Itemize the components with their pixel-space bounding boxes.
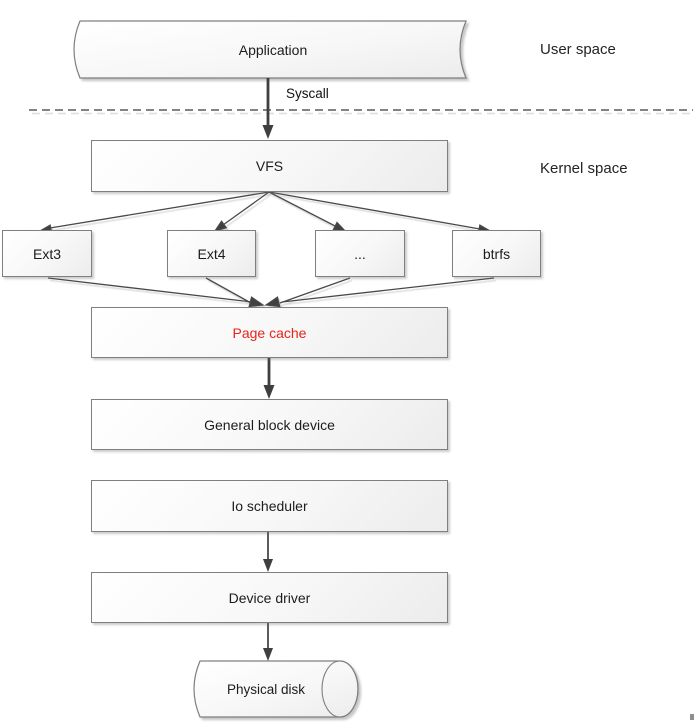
kernel-space-label: Kernel space [540, 160, 628, 177]
arrow-page-cache-to-gbd [263, 358, 275, 399]
syscall-edge-label: Syscall [286, 86, 329, 101]
page-corner-artifact [690, 714, 694, 720]
node-io-scheduler: Io scheduler [91, 480, 448, 532]
user-kernel-boundary [29, 109, 693, 115]
node-page-cache: Page cache [91, 307, 448, 358]
node-btrfs: btrfs [452, 230, 541, 277]
user-space-label: User space [540, 41, 616, 58]
node-device-driver: Device driver [91, 572, 448, 623]
application-shape [73, 20, 467, 79]
arrows-filesystems-to-page-cache [47, 277, 495, 308]
arrow-devdriver-to-disk [263, 623, 273, 661]
node-ext3: Ext3 [2, 230, 92, 277]
physical-disk-shape [193, 660, 359, 718]
arrow-iosched-to-devdriver [263, 532, 273, 572]
arrows-vfs-to-filesystems [38, 191, 492, 234]
node-general-block-device: General block device [91, 399, 448, 450]
node-vfs: VFS [91, 140, 448, 192]
node-other-filesystems: ... [315, 230, 405, 277]
arrow-application-to-vfs [262, 78, 274, 139]
node-ext4: Ext4 [167, 230, 256, 277]
